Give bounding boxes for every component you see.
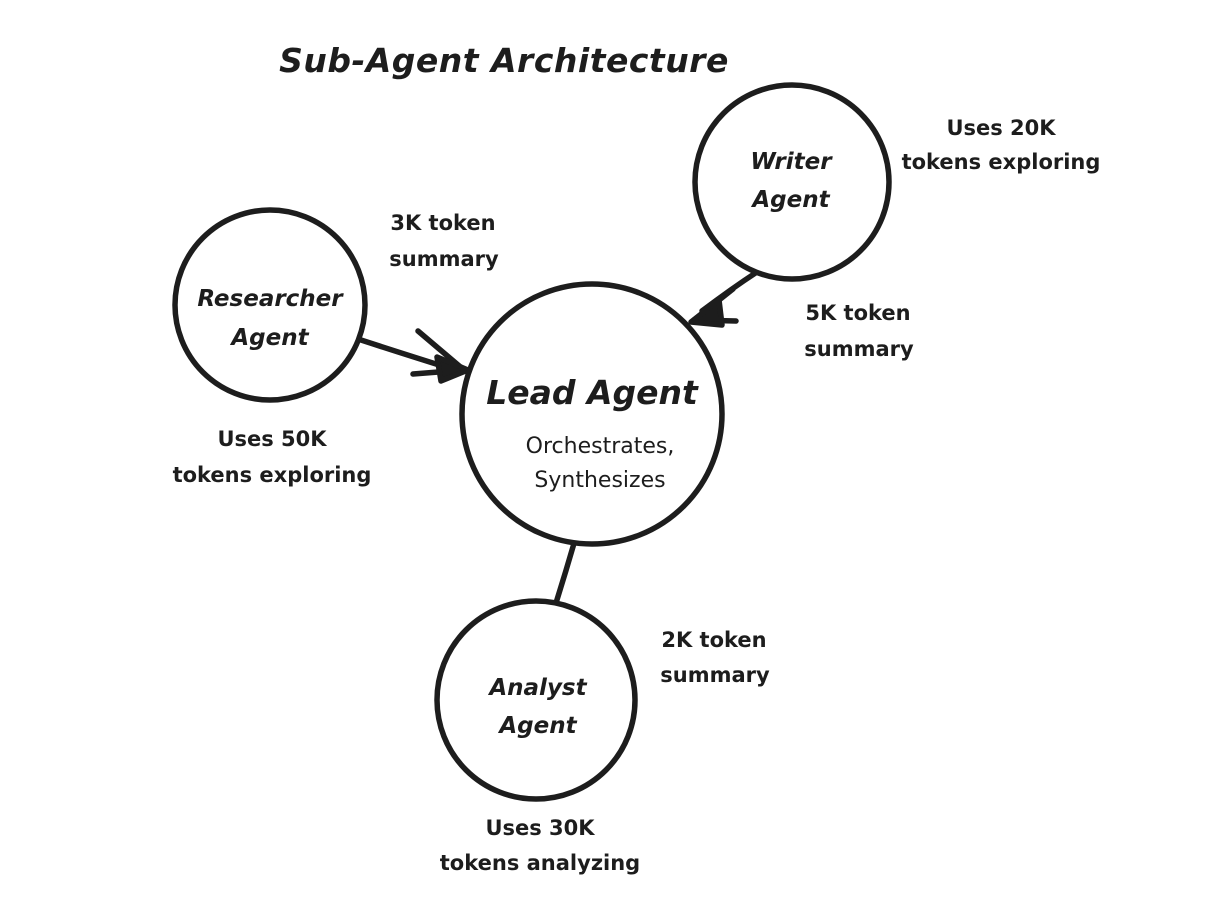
note-researcher-line2: tokens exploring [173,463,372,487]
node-sublabel-lead-line2: Synthesizes [534,468,665,493]
node-label-writer-line2: Agent [750,187,830,213]
edge-label-researcher-line1: 3K token [390,211,495,235]
edge-writer-to-lead: 5K token summary [688,269,914,361]
edge-label-analyst-line1: 2K token [661,628,766,652]
node-sublabel-lead-line1: Orchestrates, [526,434,675,459]
diagram-title: Sub-Agent Architecture [279,41,729,80]
node-label-analyst-line1: Analyst [487,675,587,701]
node-lead-agent[interactable]: Lead Agent Orchestrates, Synthesizes [459,281,725,547]
edge-label-researcher-line2: summary [389,247,499,271]
note-researcher-line1: Uses 50K [217,427,327,451]
node-label-writer-line1: Writer [750,149,833,175]
edge-analyst-to-lead: 2K token summary [553,537,770,687]
edge-researcher-to-lead: 3K token summary [358,211,499,384]
edge-label-writer-line2: summary [804,337,914,361]
node-label-researcher-line2: Agent [229,325,309,351]
note-analyst-tokens: Uses 30K tokens analyzing [440,816,640,875]
node-label-lead: Lead Agent [486,373,699,412]
node-analyst-agent[interactable]: Analyst Agent [434,598,638,802]
note-analyst-line1: Uses 30K [485,816,595,840]
node-circle-researcher[interactable] [172,207,368,403]
node-researcher-agent[interactable]: Researcher Agent [172,207,368,403]
arrow-head-researcher-to-lead [434,354,471,384]
node-circle-analyst[interactable] [434,598,638,802]
edge-label-analyst-line2: summary [660,663,770,687]
node-label-researcher-line1: Researcher [197,286,344,312]
edge-line-analyst-to-lead [553,537,578,606]
node-label-analyst-line2: Agent [497,713,577,739]
note-writer-line2: tokens exploring [902,150,1101,174]
node-writer-agent[interactable]: Writer Agent [692,82,892,282]
edge-label-writer-line1: 5K token [805,301,910,325]
arrow-head-writer-to-lead [688,297,725,328]
note-writer-tokens: Uses 20K tokens exploring [902,116,1101,174]
note-writer-line1: Uses 20K [946,116,1056,140]
node-circle-lead[interactable] [459,281,725,547]
node-circle-writer[interactable] [692,82,892,282]
note-analyst-line2: tokens analyzing [440,851,640,875]
note-researcher-tokens: Uses 50K tokens exploring [173,427,372,487]
